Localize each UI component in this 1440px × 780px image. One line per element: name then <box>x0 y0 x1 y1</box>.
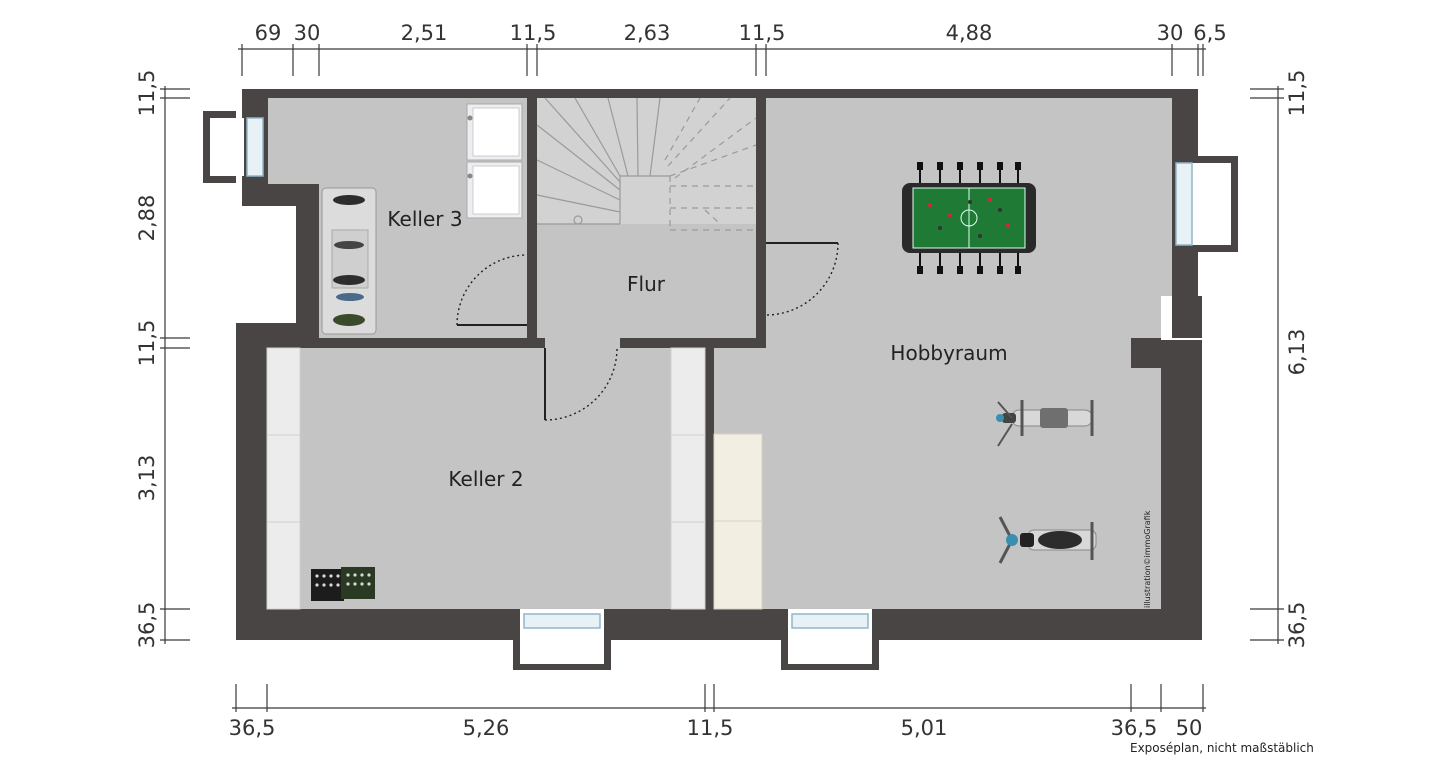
disclaimer: Exposéplan, nicht maßstäblich <box>1130 741 1314 755</box>
dim-bottom-1: 5,26 <box>463 716 510 740</box>
dim-bottom-0: 36,5 <box>229 716 276 740</box>
dim-top-0: 69 <box>255 21 282 45</box>
dim-bottom-3: 5,01 <box>901 716 948 740</box>
floors <box>236 98 1172 609</box>
exercise-bike <box>998 516 1097 564</box>
dim-top-8: 6,5 <box>1193 21 1226 45</box>
window-keller-3 <box>246 117 264 177</box>
dimension-labels-top: 69 30 2,51 11,5 2,63 11,5 4,88 30 6,5 <box>255 21 1227 45</box>
shelves-keller-2 <box>266 347 706 610</box>
room-label-keller-2: Keller 2 <box>448 467 523 491</box>
cabinet <box>713 433 763 610</box>
dim-left-2: 11,5 <box>135 320 159 367</box>
elliptical-trainer <box>996 400 1094 447</box>
dim-top-4: 2,63 <box>624 21 671 45</box>
dim-bottom-4: 36,5 <box>1111 716 1158 740</box>
dim-top-7: 30 <box>1157 21 1184 45</box>
doors <box>456 242 839 421</box>
dim-left-3: 3,13 <box>135 455 159 502</box>
watermark: illustration©immoGrafik <box>1143 510 1152 608</box>
dim-top-3: 11,5 <box>510 21 557 45</box>
room-label-keller-3: Keller 3 <box>387 207 462 231</box>
floor-hobbyraum <box>714 98 1172 609</box>
dim-bottom-2: 11,5 <box>687 716 734 740</box>
shoe-rack <box>321 187 377 335</box>
dim-right-0: 11,5 <box>1285 70 1309 117</box>
dim-bottom-5: 50 <box>1176 716 1203 740</box>
dimension-lines <box>160 44 1284 712</box>
bottle-crates <box>311 567 375 601</box>
window-hobbyraum-bottom <box>791 613 869 629</box>
dim-top-2: 2,51 <box>401 21 448 45</box>
dim-top-1: 30 <box>294 21 321 45</box>
staircase <box>536 97 757 231</box>
dimension-labels-right: 11,5 6,13 36,5 <box>1285 70 1309 649</box>
washer-dryer <box>466 103 523 219</box>
floor-keller-2 <box>267 348 705 609</box>
dim-left-4: 36,5 <box>135 602 159 649</box>
room-label-hobbyraum: Hobbyraum <box>890 341 1007 365</box>
windows <box>246 117 1193 629</box>
foosball-table <box>902 162 1036 274</box>
dimension-labels-bottom: 36,5 5,26 11,5 5,01 36,5 50 <box>229 716 1203 740</box>
window-hobbyraum-right <box>1175 162 1193 246</box>
dim-top-5: 11,5 <box>739 21 786 45</box>
window-keller-2-bottom <box>523 613 601 629</box>
dim-top-6: 4,88 <box>946 21 993 45</box>
dim-right-1: 6,13 <box>1285 329 1309 376</box>
dimension-labels-left: 11,5 2,88 11,5 3,13 36,5 <box>135 70 159 649</box>
room-labels: Keller 3 Flur Hobbyraum Keller 2 <box>387 207 1007 491</box>
dim-right-2: 36,5 <box>1285 602 1309 649</box>
room-label-flur: Flur <box>627 272 666 296</box>
dim-left-1: 2,88 <box>135 195 159 242</box>
dim-left-0: 11,5 <box>135 70 159 117</box>
